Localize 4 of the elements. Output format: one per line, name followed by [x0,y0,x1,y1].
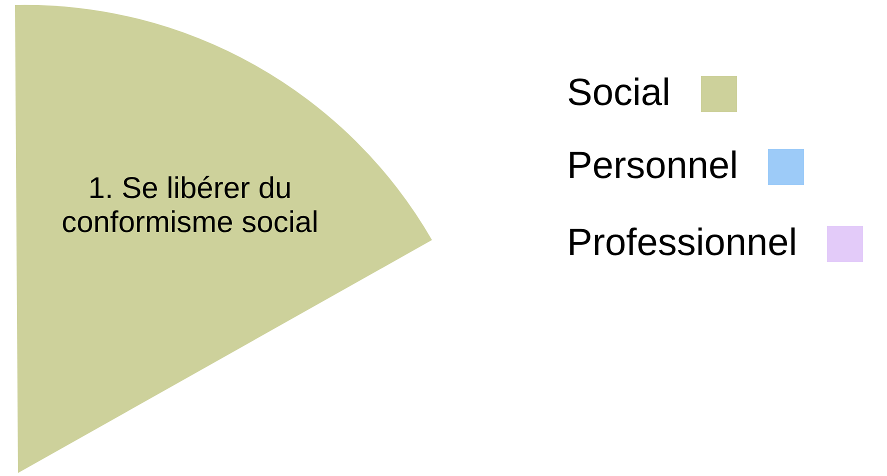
legend-label: Personnel [567,145,738,188]
legend-label: Professionnel [567,222,798,265]
legend-label: Social [567,72,670,115]
slice-label: 1. Se libérer du conformisme social [60,172,320,240]
